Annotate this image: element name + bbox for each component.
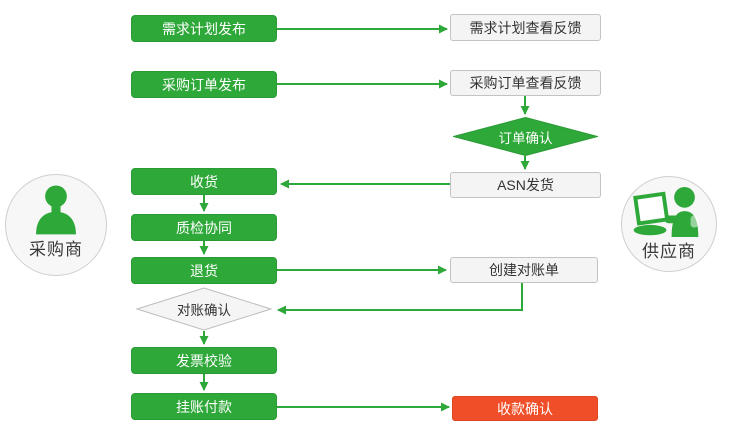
diamond-shape bbox=[453, 117, 598, 156]
supplier-person-laptop-icon bbox=[633, 187, 699, 237]
node-po-feedback: 采购订单查看反馈 bbox=[450, 70, 601, 96]
node-create-statement: 创建对账单 bbox=[450, 257, 598, 283]
node-return-goods: 退货 bbox=[131, 257, 277, 284]
node-order-confirm-diamond: 订单确认 bbox=[453, 117, 598, 156]
node-reconcile-confirm-diamond: 对账确认 bbox=[136, 287, 272, 331]
node-payment-on-account: 挂账付款 bbox=[131, 393, 277, 420]
buyer-label: 采购商 bbox=[29, 240, 83, 259]
diamond-shape bbox=[136, 287, 272, 331]
node-reconcile-confirm-label: 对账确认 bbox=[177, 303, 231, 318]
node-quality-collab: 质检协同 bbox=[131, 214, 277, 241]
supplier-role: 供应商 bbox=[621, 176, 717, 272]
node-order-confirm-label: 订单确认 bbox=[498, 130, 553, 146]
buyer-person-icon bbox=[36, 185, 76, 235]
node-demand-plan-publish: 需求计划发布 bbox=[131, 15, 277, 42]
node-demand-plan-feedback: 需求计划查看反馈 bbox=[450, 14, 601, 41]
node-receipt-confirm: 收款确认 bbox=[452, 396, 598, 421]
node-po-publish: 采购订单发布 bbox=[131, 71, 277, 98]
supplier-label: 供应商 bbox=[642, 242, 696, 261]
node-receive-goods: 收货 bbox=[131, 168, 277, 195]
node-invoice-check: 发票校验 bbox=[131, 347, 277, 374]
node-asn-ship: ASN发货 bbox=[450, 172, 601, 198]
buyer-role: 采购商 bbox=[5, 174, 107, 276]
